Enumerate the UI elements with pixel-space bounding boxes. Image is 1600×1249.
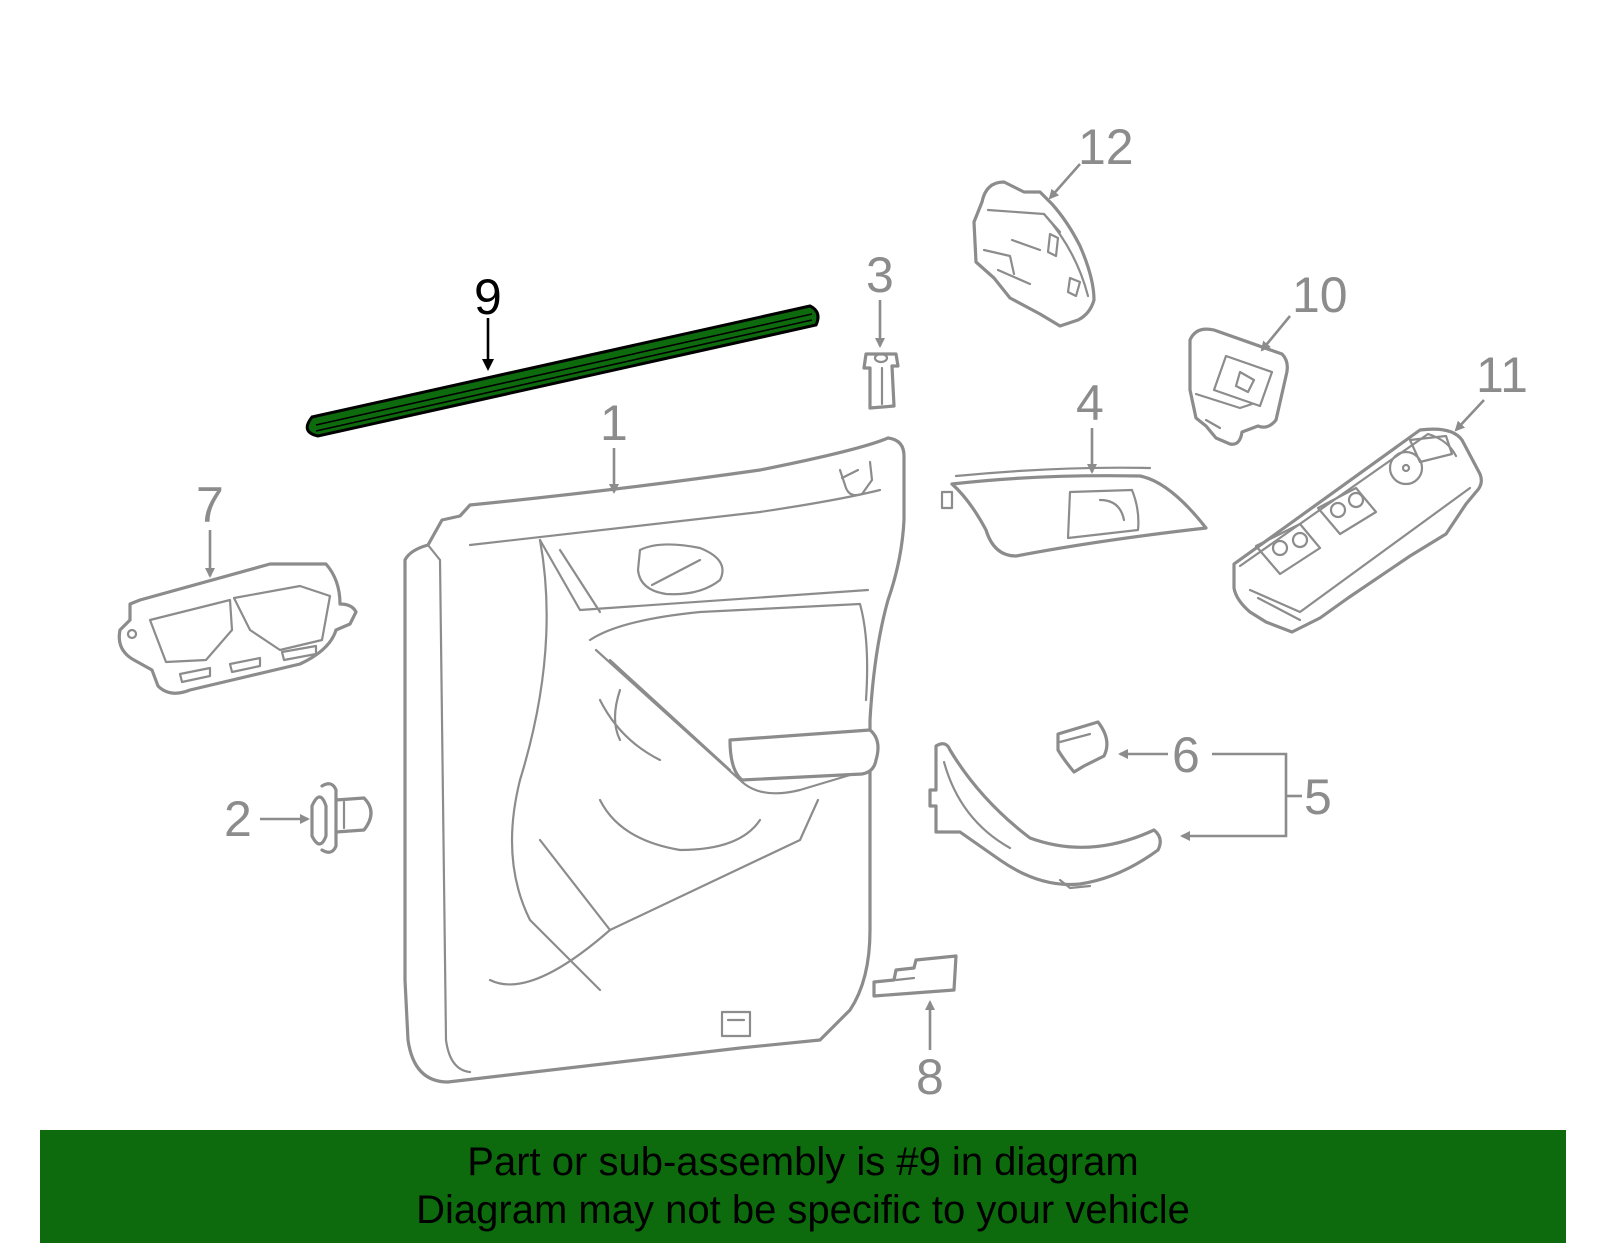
leader-11 <box>1454 399 1485 432</box>
leader-10 <box>1260 315 1292 352</box>
callout-5: 5 <box>1304 769 1332 825</box>
callout-1: 1 <box>600 395 628 451</box>
info-banner: Part or sub-assembly is #9 in diagram Di… <box>40 1130 1566 1243</box>
part-7-switch-housing[interactable] <box>117 562 358 695</box>
part-8-bracket[interactable] <box>872 954 958 998</box>
callout-6: 6 <box>1172 727 1200 783</box>
part-6-handle-insert[interactable] <box>1056 720 1109 774</box>
callout-10: 10 <box>1292 267 1348 323</box>
banner-line-2: Diagram may not be specific to your vehi… <box>416 1188 1190 1232</box>
part-5-handle-bracket[interactable] <box>928 742 1162 890</box>
part-9-trim-strip[interactable] <box>305 304 820 438</box>
callout-11: 11 <box>1476 347 1528 403</box>
parts-diagram: 9 1 2 <box>117 119 1528 1105</box>
callout-7: 7 <box>196 477 224 533</box>
callout-9: 9 <box>474 269 502 325</box>
part-12-lock-switch[interactable] <box>972 180 1096 328</box>
callout-8: 8 <box>916 1049 944 1105</box>
part-1-door-panel[interactable] <box>403 436 906 1084</box>
leader-12 <box>1048 163 1081 200</box>
banner-line-1: Part or sub-assembly is #9 in diagram <box>467 1140 1139 1184</box>
callout-2: 2 <box>224 791 252 847</box>
part-10-window-switch[interactable] <box>1188 327 1289 446</box>
callout-12: 12 <box>1078 119 1134 175</box>
part-4-armrest-trim[interactable] <box>940 466 1208 558</box>
part-2-clip[interactable] <box>310 782 373 854</box>
part-11-master-switch[interactable] <box>1232 427 1483 634</box>
part-3-grommet[interactable] <box>862 352 900 410</box>
callout-4: 4 <box>1076 375 1104 431</box>
callout-3: 3 <box>866 247 894 303</box>
